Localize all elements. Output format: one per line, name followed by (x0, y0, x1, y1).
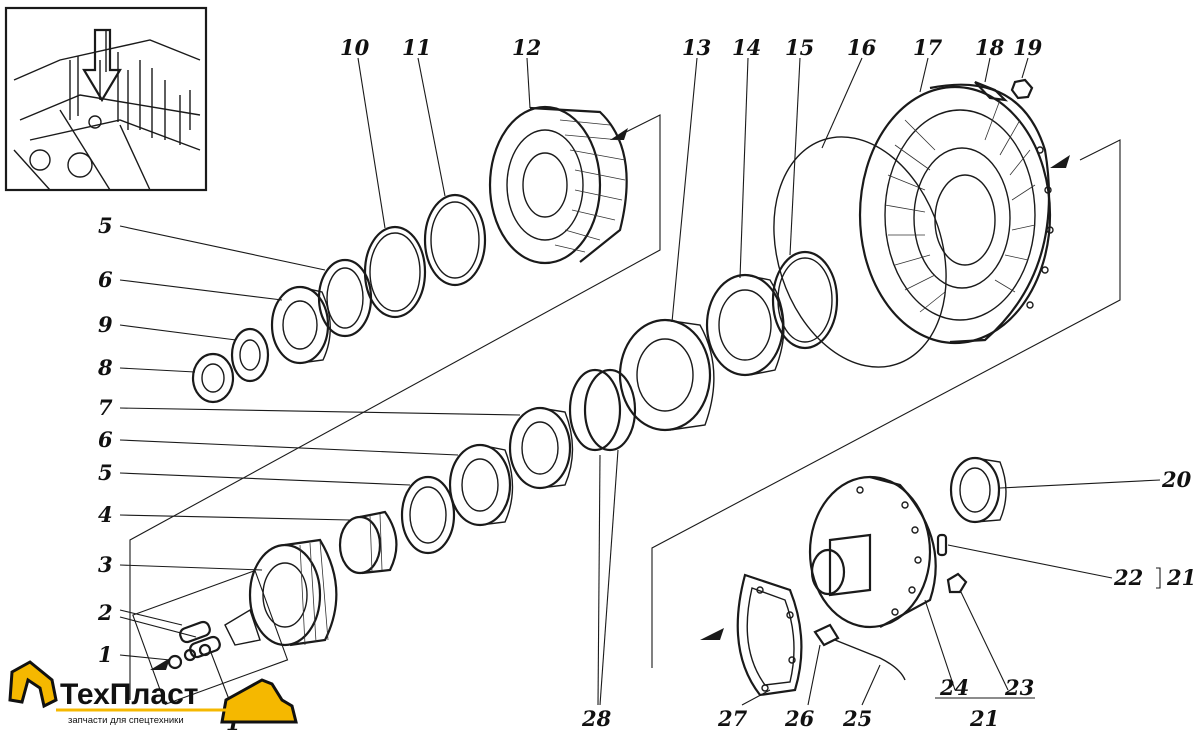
label-27: 27 (717, 706, 748, 731)
part-12-drum (488, 105, 628, 265)
part-28-rings (568, 368, 637, 452)
frame-arrow-icon (150, 658, 170, 670)
frame-arrow-icon (1050, 155, 1070, 168)
label-5-upper: 5 (98, 213, 113, 238)
label-26: 26 (784, 706, 815, 731)
excavator-arm-icon (8, 660, 58, 709)
part-22-pin (936, 533, 948, 557)
parts-1-2-pins (132, 569, 289, 706)
label-13: 13 (682, 35, 711, 60)
part-9-lock-washer (230, 327, 270, 383)
label-19: 19 (1013, 35, 1043, 60)
part-19-nut (1010, 78, 1034, 100)
label-5-lower: 5 (98, 460, 113, 485)
label-18: 18 (975, 35, 1005, 60)
part-26-bolt (813, 623, 840, 647)
loader-bucket-icon (220, 678, 298, 724)
part-5-lower-washer (400, 475, 456, 555)
part-17-housing (858, 83, 1054, 345)
inset-arrow-icon (82, 28, 122, 103)
part-6-upper-bearing (270, 285, 331, 365)
frame-arrow-icon (700, 628, 724, 640)
label-21-bottom: 21 (969, 706, 999, 731)
frame-arrow-icon (610, 128, 628, 140)
part-10-ring (363, 225, 427, 319)
label-10: 10 (340, 35, 370, 60)
logo-tagline: запчасти для спецтехники (68, 715, 184, 726)
label-6-lower: 6 (98, 427, 113, 452)
assembly-frame-lines (129, 114, 1121, 700)
part-number-labels: 1 2 3 4 5 5 6 6 7 8 9 10 11 12 13 14 15 … (97, 35, 1196, 735)
label-12: 12 (512, 35, 541, 60)
part-18-clip (974, 80, 1009, 102)
inset-detail-view (4, 6, 208, 192)
part-11-ring (423, 193, 487, 287)
part-4-bushing (338, 510, 398, 575)
techplast-logo: ТехПласт запчасти для спецтехники (8, 660, 298, 726)
part-7-seal (508, 406, 574, 490)
label-15: 15 (785, 35, 814, 60)
logo-name: ТехПласт (60, 678, 199, 711)
part-20-ring (949, 456, 1007, 524)
label-2: 2 (97, 600, 113, 625)
part-21-hub-assembly (808, 475, 968, 629)
part-6-lower-bearing (448, 443, 514, 527)
label-9: 9 (98, 312, 113, 337)
label-28: 28 (581, 706, 612, 731)
label-24: 24 (939, 675, 969, 700)
bracket-22-21 (1156, 567, 1161, 589)
label-3: 3 (98, 552, 113, 577)
part-27-gasket (736, 573, 803, 697)
label-21-side: 21 (1166, 565, 1196, 590)
label-22: 22 (1113, 565, 1143, 590)
part-25-wire (834, 639, 906, 681)
label-17: 17 (913, 35, 943, 60)
part-8-nut (191, 352, 235, 404)
label-8: 8 (97, 355, 113, 380)
part-3-gear (248, 538, 338, 647)
leader-lines (119, 57, 1161, 716)
part-13-flange (618, 318, 715, 432)
label-4: 4 (98, 502, 113, 527)
label-16: 16 (847, 35, 877, 60)
part-23-plug (946, 572, 968, 594)
label-1: 1 (98, 642, 113, 667)
label-25: 25 (842, 706, 872, 731)
label-23: 23 (1004, 675, 1034, 700)
label-11: 11 (402, 35, 431, 60)
part-14-bearing (705, 273, 785, 377)
label-20: 20 (1161, 467, 1192, 492)
label-14: 14 (732, 35, 761, 60)
label-6-upper: 6 (98, 267, 113, 292)
label-7: 7 (98, 395, 113, 420)
part-5-upper-ring (317, 258, 373, 338)
